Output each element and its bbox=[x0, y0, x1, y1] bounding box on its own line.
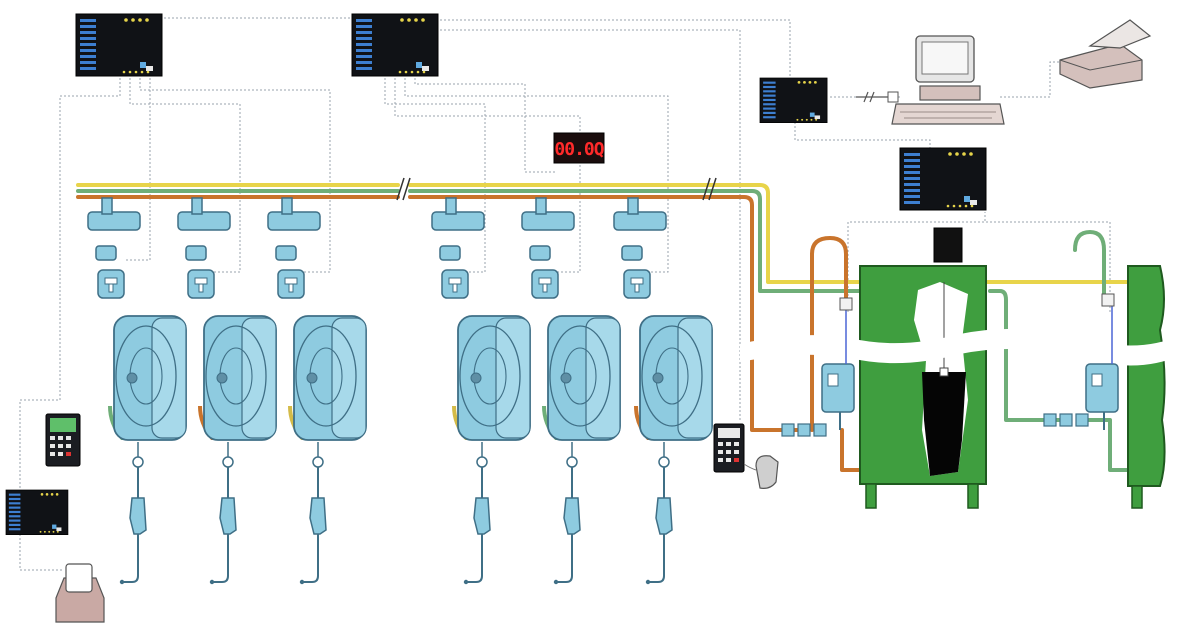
signal-wiring bbox=[19, 17, 1111, 571]
pipe-break-marks bbox=[396, 177, 717, 201]
local-printer bbox=[55, 563, 105, 623]
hose-reel-1 bbox=[87, 197, 187, 586]
storage-tank-2 bbox=[1127, 265, 1166, 509]
card-reader bbox=[743, 455, 779, 489]
hose-reel-5 bbox=[521, 197, 621, 586]
valve-fitting-1 bbox=[781, 423, 827, 437]
keypad-terminal-left bbox=[45, 413, 81, 467]
desktop-computer bbox=[891, 35, 1005, 125]
pump-2 bbox=[1085, 293, 1119, 430]
hose-reel-4 bbox=[431, 197, 531, 586]
controller-unit-5 bbox=[5, 489, 69, 536]
storage-tank-1 bbox=[859, 227, 987, 509]
hose-reel-3 bbox=[267, 197, 367, 586]
network-connector bbox=[856, 91, 899, 103]
controller-unit-1 bbox=[75, 13, 163, 77]
tank-cutaway-band bbox=[740, 328, 1168, 366]
hose-reel-6 bbox=[613, 197, 713, 586]
office-printer bbox=[1059, 19, 1152, 89]
controller-unit-2 bbox=[351, 13, 439, 77]
digital-readout: 00.0Q bbox=[553, 132, 606, 164]
controller-unit-4 bbox=[899, 147, 987, 211]
keypad-terminal-right bbox=[713, 423, 745, 473]
controller-unit-3 bbox=[759, 77, 828, 124]
hose-reel-2 bbox=[177, 197, 277, 586]
pump-1 bbox=[821, 297, 855, 430]
readout-value: 00.0Q bbox=[554, 139, 604, 160]
valve-fitting-2 bbox=[1043, 413, 1089, 427]
